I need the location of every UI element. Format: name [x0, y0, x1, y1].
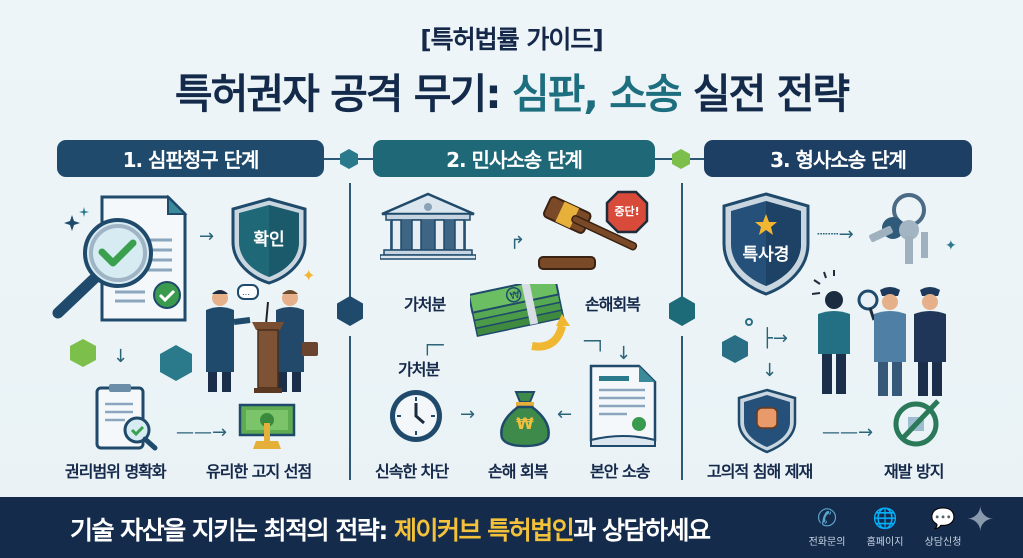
shield-confirm-icon: 확인 [230, 197, 308, 289]
arrow-down-elbow-icon: ─┐ [584, 331, 606, 352]
prohibited-icon [892, 397, 942, 451]
subtitle: [특허법률 가이드] [420, 25, 604, 54]
page-title: 특허권자 공격 무기: 심판, 소송 실전 전략 [0, 60, 1023, 120]
police-officers-icon [811, 270, 962, 404]
arrow-right-icon: → [199, 226, 215, 247]
title-part2: 실전 전략 [680, 70, 850, 118]
arrow-left-icon: ← [557, 404, 573, 425]
money-stack-icon: ₩ [467, 275, 580, 368]
item-label: 본안 소송 [590, 462, 650, 481]
hexagon-icon [340, 149, 358, 169]
document-seal-icon [587, 362, 659, 452]
fist-shield-icon [737, 388, 797, 458]
keys-icon [865, 192, 935, 272]
courthouse-icon [379, 192, 477, 264]
svg-text:…: … [242, 288, 250, 297]
shield-label: 특사경 [742, 245, 790, 265]
bag-label: ₩ [516, 414, 534, 433]
label-provisional-2: 가처분 [398, 360, 440, 379]
hexagon-icon [337, 296, 363, 326]
money-stamp-icon [238, 403, 296, 457]
meeting-podium-icon: … [200, 282, 320, 401]
sparkle-icon [62, 205, 92, 239]
item-label: 재발 방지 [884, 462, 944, 481]
footer-cta-text: 기술 자산을 지키는 최적의 전략: 제이커브 특허법인과 상담하세요 [70, 511, 711, 547]
phone-label: 전화문의 [808, 537, 846, 548]
arrow-down-icon: ↓ [113, 346, 129, 367]
chat-icon: 💬 [930, 506, 956, 530]
police-shield-icon: 특사경 [722, 192, 810, 300]
footer-firm-name: 제이커브 특허법인 [394, 516, 575, 545]
consult-label: 상담신청 [924, 537, 962, 548]
money-bag-icon: ₩ [496, 388, 554, 452]
footer-banner: 기술 자산을 지키는 최적의 전략: 제이커브 특허법인과 상담하세요 ✆ 전화문… [0, 497, 1023, 558]
stop-sign-icon: 중단! [605, 190, 649, 238]
arrow-branch-icon: ├→ [762, 328, 788, 349]
item-label: 고의적 침해 제재 [707, 462, 813, 481]
label-provisional: 가처분 [404, 295, 446, 314]
globe-icon: 🌐 [872, 506, 898, 530]
svg-text:₩: ₩ [509, 290, 521, 303]
homepage-button[interactable]: 🌐 홈페이지 [860, 503, 910, 548]
hexagon-icon [722, 335, 748, 363]
arrow-right-icon: → [460, 404, 476, 425]
phone-inquiry-button[interactable]: ✆ 전화문의 [802, 503, 852, 548]
arrow-left-elbow-icon: ┌─ [422, 335, 444, 356]
phone-icon: ✆ [816, 504, 838, 532]
circle-icon [745, 318, 753, 326]
hexagon-icon [669, 296, 695, 326]
hexagon-icon [672, 149, 690, 169]
arrow-right-icon: ——→ [176, 422, 228, 443]
footer-text-part1: 기술 자산을 지키는 최적의 전략: [70, 516, 395, 545]
sparkle-icon: ✦ [945, 238, 957, 254]
item-label: 신속한 차단 [375, 462, 449, 481]
hexagon-icon [160, 345, 192, 381]
item-label: 손해 회복 [488, 462, 548, 481]
homepage-label: 홈페이지 [866, 537, 904, 548]
stop-label: 중단! [614, 205, 640, 218]
arrow-dashed-right-icon: ┈┈→ [817, 224, 854, 245]
gavel-icon [535, 195, 645, 279]
stage-header-3: 3. 형사소송 단계 [704, 140, 972, 177]
item-label: 권리범위 명확화 [65, 462, 167, 481]
clipboard-search-icon [95, 382, 161, 456]
arrow-right-icon: ——→ [822, 422, 874, 443]
item-label: 유리한 고지 선점 [206, 462, 312, 481]
label-damages: 손해회복 [585, 295, 641, 314]
title-part1: 특허권자 공격 무기: [174, 70, 512, 118]
hexagon-icon [70, 339, 96, 367]
arrow-down-icon: ↓ [762, 360, 778, 381]
divider [681, 183, 683, 298]
title-accent: 심판, 소송 [511, 70, 683, 118]
arrow-down-icon: ↓ [616, 343, 632, 364]
clock-icon [388, 388, 444, 448]
footer-text-part2: 과 상담하세요 [573, 516, 711, 545]
stage-header-2: 2. 민사소송 단계 [373, 140, 655, 177]
divider [349, 183, 351, 298]
divider [349, 336, 351, 480]
magnifier-document-icon [50, 194, 200, 339]
arrow-up-right-icon: ↱ [510, 233, 526, 254]
divider [681, 336, 683, 480]
stage-header-1: 1. 심판청구 단계 [57, 140, 324, 177]
sparkle-icon: ✦ [966, 500, 995, 540]
sparkle-icon: ✦ [302, 266, 316, 285]
shield-label: 확인 [253, 230, 285, 250]
consult-request-button[interactable]: 💬 상담신청 [918, 503, 968, 548]
